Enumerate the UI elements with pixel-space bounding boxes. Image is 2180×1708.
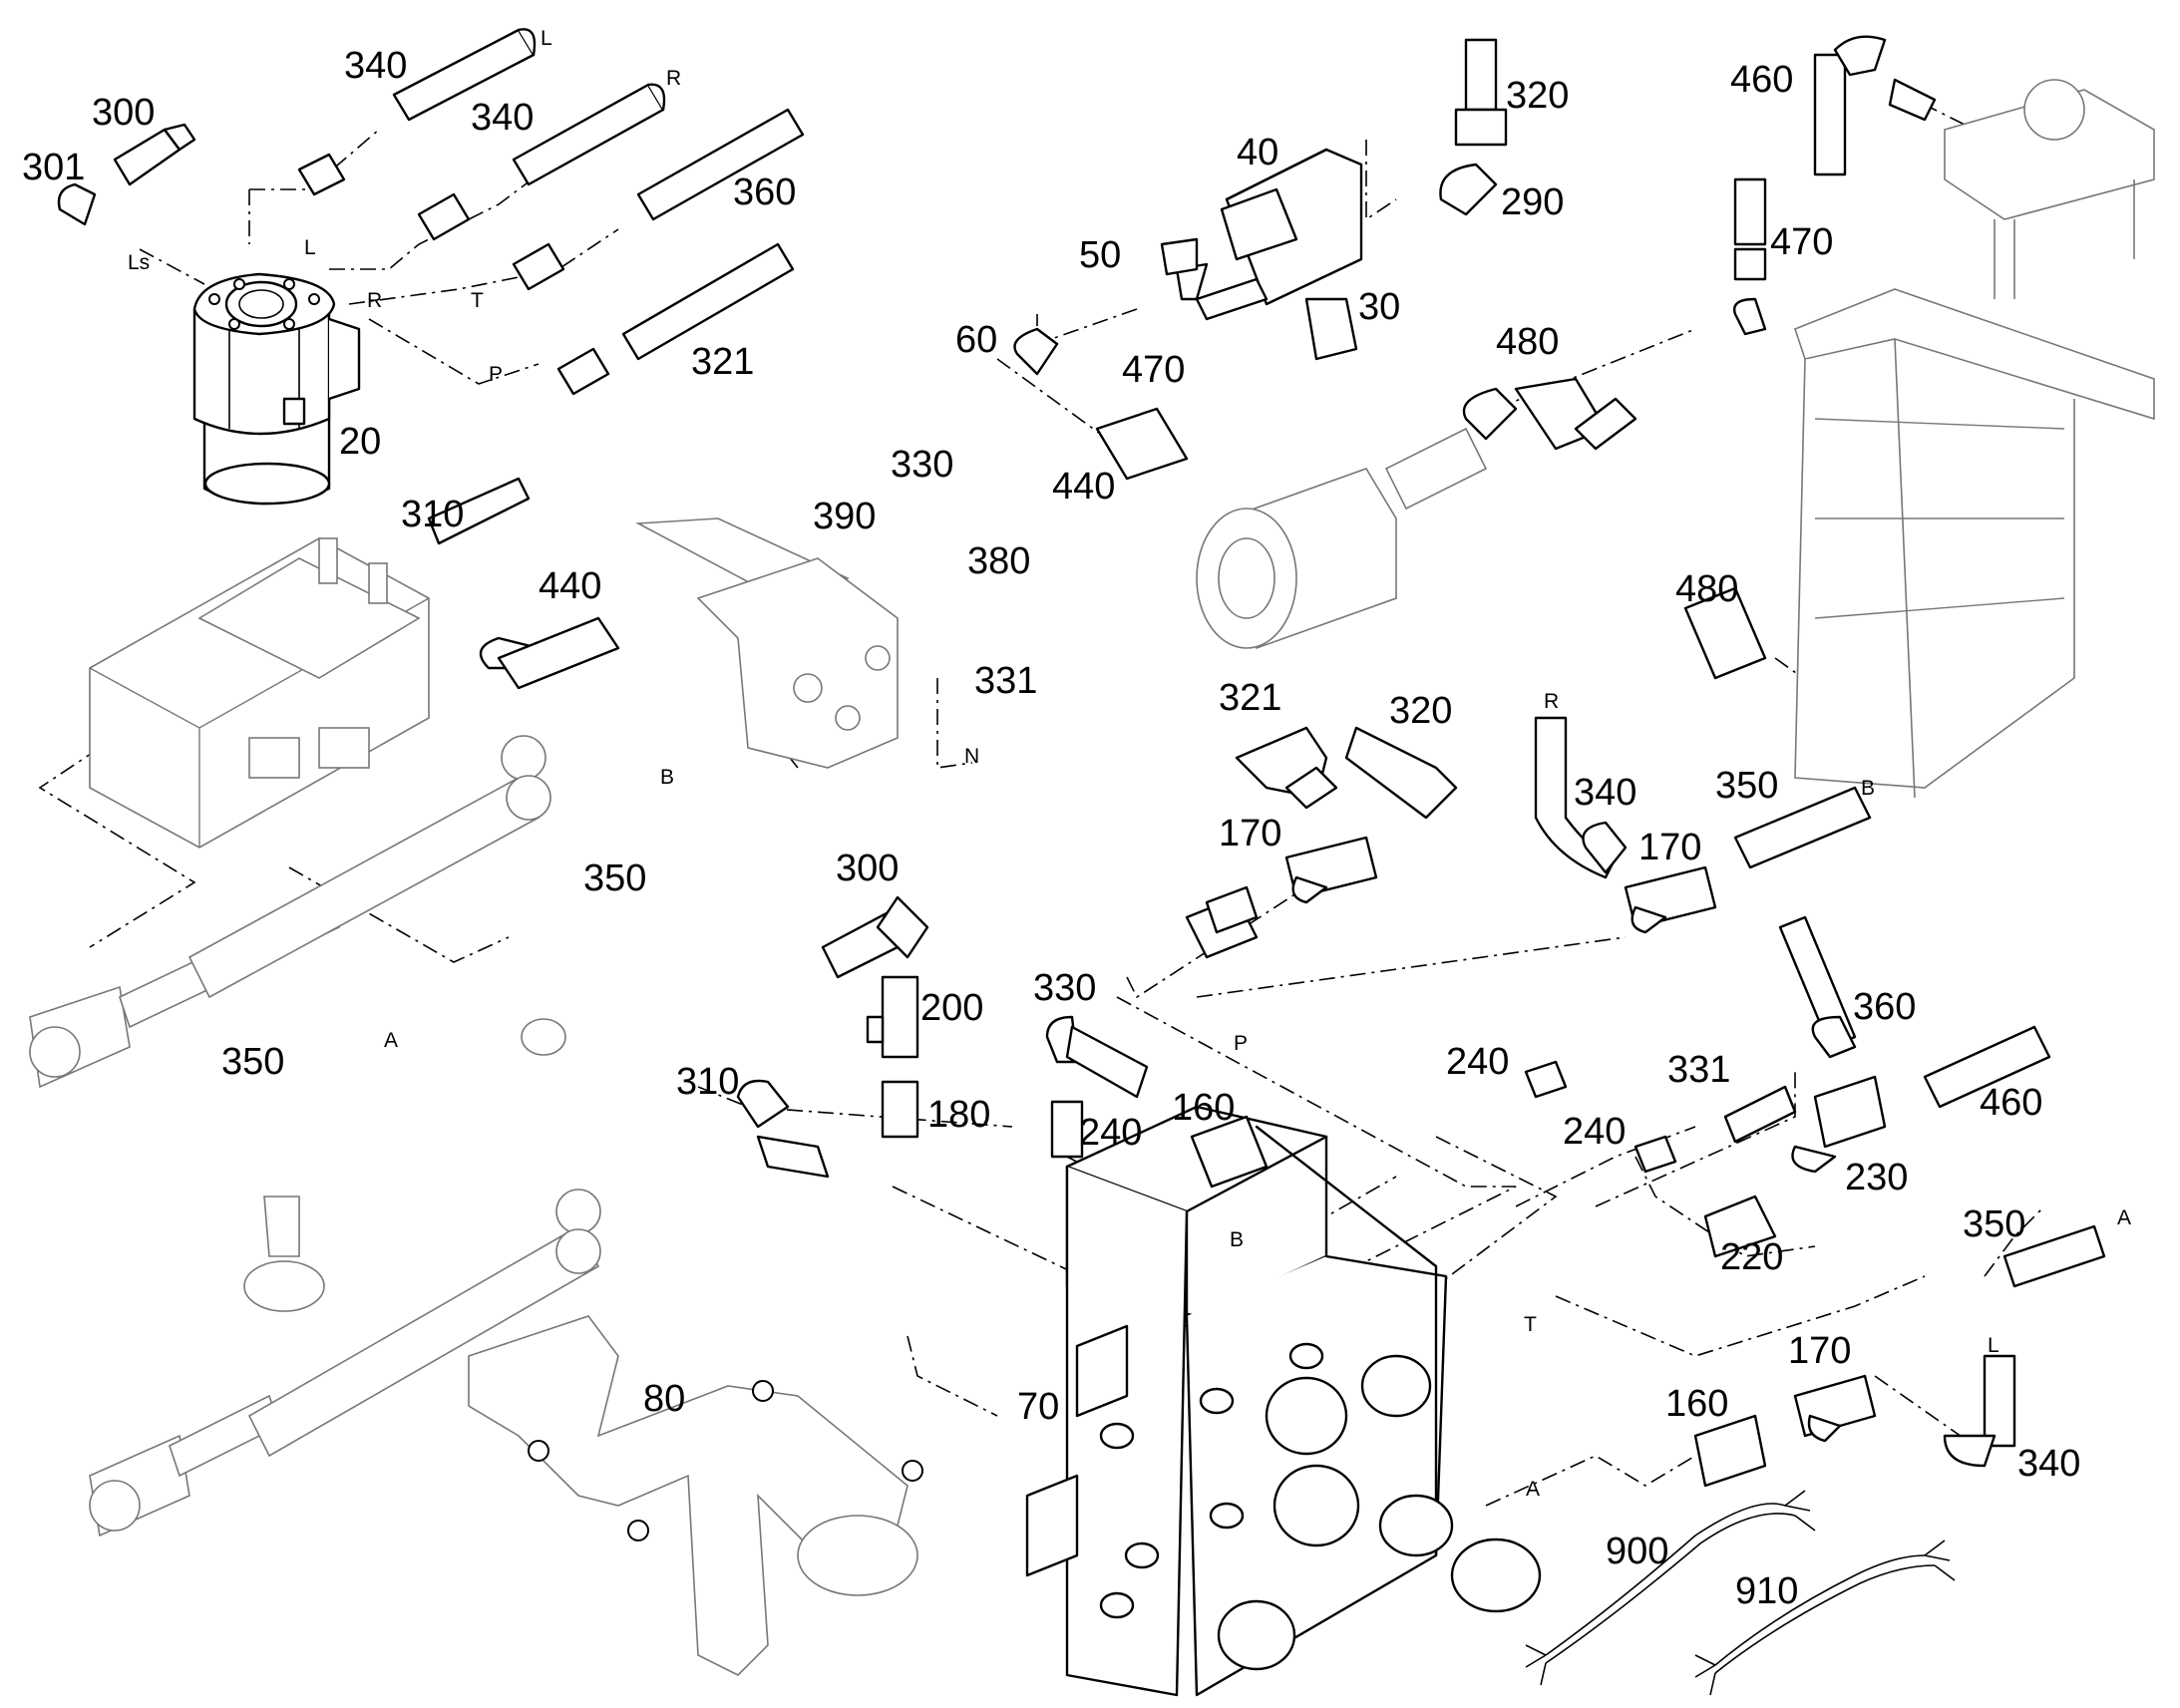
callout-350: 350 bbox=[583, 857, 646, 899]
port-label-T: T bbox=[1524, 1313, 1537, 1336]
callout-480: 480 bbox=[1675, 568, 1738, 610]
callout-240: 240 bbox=[1446, 1041, 1509, 1083]
callout-310: 310 bbox=[676, 1061, 739, 1103]
callout-340: 340 bbox=[1574, 772, 1636, 814]
port-label-P: P bbox=[489, 363, 503, 386]
callout-380: 380 bbox=[967, 540, 1030, 582]
callout-40: 40 bbox=[1237, 132, 1278, 173]
callout-470: 470 bbox=[1122, 349, 1185, 391]
callout-480: 480 bbox=[1496, 321, 1559, 363]
callout-390: 390 bbox=[813, 496, 876, 537]
callout-340: 340 bbox=[344, 45, 407, 87]
steering-unit bbox=[192, 272, 361, 506]
callout-180: 180 bbox=[927, 1094, 990, 1136]
callout-350: 350 bbox=[1715, 765, 1778, 807]
hoses-top-left bbox=[57, 28, 805, 396]
port-label-L: L bbox=[541, 27, 552, 50]
port-label-A: A bbox=[1526, 1478, 1540, 1501]
callout-321: 321 bbox=[691, 341, 754, 383]
callout-440: 440 bbox=[1052, 466, 1115, 508]
reservoir-frame bbox=[1683, 79, 2155, 799]
port-label-R: R bbox=[1544, 690, 1559, 713]
control-valve-block-left bbox=[89, 477, 620, 849]
callout-240: 240 bbox=[1563, 1111, 1626, 1153]
callout-300: 300 bbox=[836, 848, 899, 889]
callout-460: 460 bbox=[1730, 59, 1793, 101]
callout-310: 310 bbox=[401, 494, 464, 535]
callout-160: 160 bbox=[1665, 1383, 1728, 1425]
callout-20: 20 bbox=[339, 421, 381, 463]
filter-assembly bbox=[1196, 377, 1637, 650]
port-label-P: P bbox=[1234, 1032, 1248, 1055]
callout-230: 230 bbox=[1845, 1157, 1908, 1198]
callout-70: 70 bbox=[1017, 1386, 1059, 1428]
callout-170: 170 bbox=[1788, 1330, 1851, 1372]
callout-330: 330 bbox=[1033, 967, 1096, 1009]
callout-80: 80 bbox=[643, 1378, 685, 1420]
callout-220: 220 bbox=[1720, 1236, 1783, 1278]
callout-labels: 301 300 340 340 360 321 20 310 440 350 3… bbox=[22, 45, 2080, 1612]
callout-360: 360 bbox=[733, 171, 796, 213]
callout-900: 900 bbox=[1606, 1531, 1668, 1572]
port-label-L: L bbox=[304, 236, 316, 259]
callout-320: 320 bbox=[1506, 75, 1569, 117]
callout-160: 160 bbox=[1172, 1087, 1235, 1129]
port-label-B: B bbox=[1230, 1228, 1244, 1251]
port-label-Ls: Ls bbox=[128, 251, 150, 274]
callout-290: 290 bbox=[1501, 181, 1564, 223]
port-label-B: B bbox=[660, 766, 674, 789]
callout-320: 320 bbox=[1389, 690, 1452, 732]
steering-cylinders bbox=[29, 735, 601, 1537]
wiring-harnesses bbox=[1525, 1490, 1956, 1696]
callout-30: 30 bbox=[1358, 286, 1400, 328]
port-label-R: R bbox=[367, 289, 382, 312]
callout-300: 300 bbox=[92, 92, 155, 134]
port-label-B: B bbox=[1861, 777, 1875, 800]
callout-440: 440 bbox=[539, 565, 601, 607]
port-label-T: T bbox=[471, 289, 484, 312]
callout-200: 200 bbox=[920, 987, 983, 1029]
callout-170: 170 bbox=[1219, 813, 1281, 854]
callout-50: 50 bbox=[1079, 234, 1121, 276]
port-label-A: A bbox=[384, 1029, 398, 1052]
callout-350: 350 bbox=[1963, 1203, 2025, 1245]
callout-460: 460 bbox=[1980, 1082, 2042, 1124]
callout-330: 330 bbox=[891, 444, 953, 486]
callout-170: 170 bbox=[1638, 827, 1701, 868]
port-label-N: N bbox=[964, 745, 979, 768]
central-fittings bbox=[736, 35, 2106, 1488]
callout-301: 301 bbox=[22, 147, 85, 188]
port-label-A: A bbox=[2117, 1206, 2131, 1229]
port-label-L: L bbox=[1988, 1334, 1999, 1357]
callout-470: 470 bbox=[1770, 221, 1833, 263]
callout-321: 321 bbox=[1219, 677, 1281, 719]
main-valve-block bbox=[1025, 1105, 1542, 1697]
callout-60: 60 bbox=[955, 319, 997, 361]
callout-240: 240 bbox=[1079, 1112, 1142, 1154]
port-label-R: R bbox=[666, 67, 681, 90]
port-labels: L R Ls L R T P B A N R B P B T A A L bbox=[128, 27, 2131, 1501]
callout-360: 360 bbox=[1853, 986, 1916, 1028]
callout-340: 340 bbox=[471, 97, 534, 139]
callout-350: 350 bbox=[221, 1041, 284, 1083]
valve-40-group bbox=[1013, 38, 1508, 481]
callout-340: 340 bbox=[2017, 1443, 2080, 1485]
bracket bbox=[468, 1315, 923, 1676]
brake-pedal bbox=[635, 517, 899, 769]
callout-331: 331 bbox=[1667, 1049, 1730, 1091]
callout-331: 331 bbox=[974, 660, 1037, 702]
callout-910: 910 bbox=[1735, 1570, 1798, 1612]
